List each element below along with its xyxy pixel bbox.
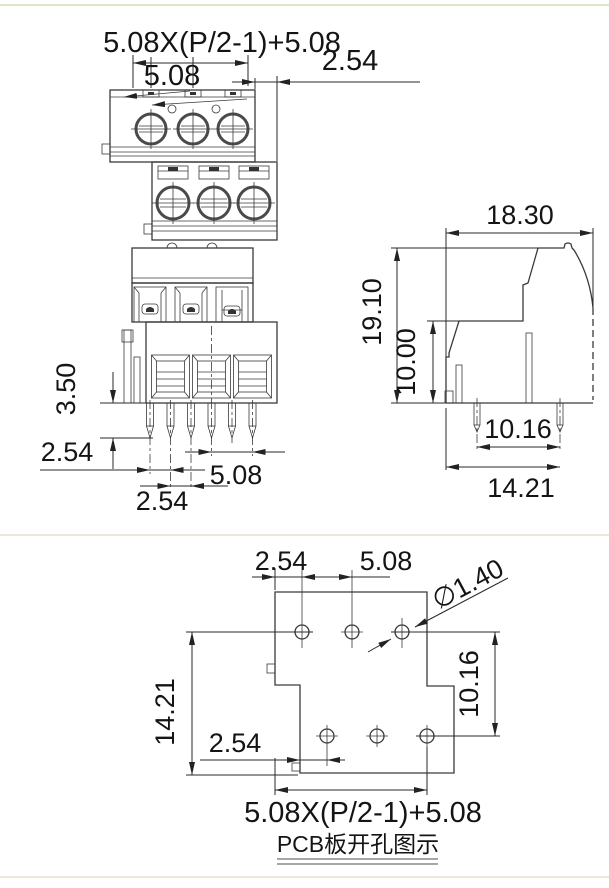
side-view-drawing <box>444 242 594 452</box>
dim-pin-row-span: 10.16 <box>484 414 552 444</box>
dim-pin-offset-bottom: 2.54 <box>136 486 189 516</box>
front-view-dimensions: 3.50 2.54 5.08 2.54 <box>40 363 285 516</box>
lower-wire-openings <box>151 354 272 399</box>
top-view-dimensions: 5.08X(P/2-1)+5.08 5.08 2.54 <box>103 27 420 161</box>
top-rule <box>0 4 609 6</box>
dim-depth: 18.30 <box>486 200 554 230</box>
bottom-rule <box>0 876 609 878</box>
side-tab <box>101 143 111 155</box>
dim-pcb-row-span: 10.16 <box>454 650 484 718</box>
clamp-tops <box>157 165 270 180</box>
hole-dia-leader <box>414 577 509 628</box>
dim-pin-offset-left: 2.54 <box>41 437 94 467</box>
leader-arrow <box>123 90 191 99</box>
dim-pcb-formula: 5.08X(P/2-1)+5.08 <box>244 797 482 829</box>
side-tab <box>143 223 153 235</box>
pcb-holes <box>294 570 435 766</box>
top-view-drawing <box>101 89 278 241</box>
dim-total-height: 19.10 <box>357 278 387 346</box>
leader-arrow <box>151 98 248 108</box>
dim-front-height: 10.00 <box>391 328 421 396</box>
solder-pins <box>146 400 257 490</box>
dim-top-row-offset: 2.54 <box>322 45 378 77</box>
side-pins <box>473 398 564 452</box>
pcb-caption: PCB板开孔图示 <box>277 831 439 857</box>
dim-overall-depth-span: 14.21 <box>487 473 555 503</box>
front-view-drawing <box>121 242 278 490</box>
dim-pcb-edge-to-hole: 2.54 <box>255 546 308 576</box>
screw-row-2 <box>152 182 275 224</box>
section-divider-rule <box>0 534 609 536</box>
screw-row-1 <box>131 104 253 149</box>
pcb-layout-drawing <box>266 570 455 774</box>
dim-top-formula: 5.08X(P/2-1)+5.08 <box>103 27 341 59</box>
wire-release-tabs <box>142 89 242 98</box>
dim-pcb-row-offset: 2.54 <box>209 728 262 758</box>
dim-top-pitch: 5.08 <box>144 60 200 92</box>
dim-pin-length: 3.50 <box>51 363 81 416</box>
dim-pcb-board-span: 14.21 <box>150 678 180 746</box>
mount-flange <box>123 329 132 404</box>
dim-pin-pitch: 5.08 <box>210 460 263 490</box>
dim-pcb-hole-pitch: 5.08 <box>360 546 413 576</box>
upper-wire-openings <box>133 286 249 323</box>
side-view-dimensions: 18.30 19.10 10.00 10.16 14.21 <box>357 200 594 503</box>
pcb-dimensions: 2.54 5.08 ∅1.40 14.21 10.16 2.54 5.08X(P… <box>150 546 509 865</box>
